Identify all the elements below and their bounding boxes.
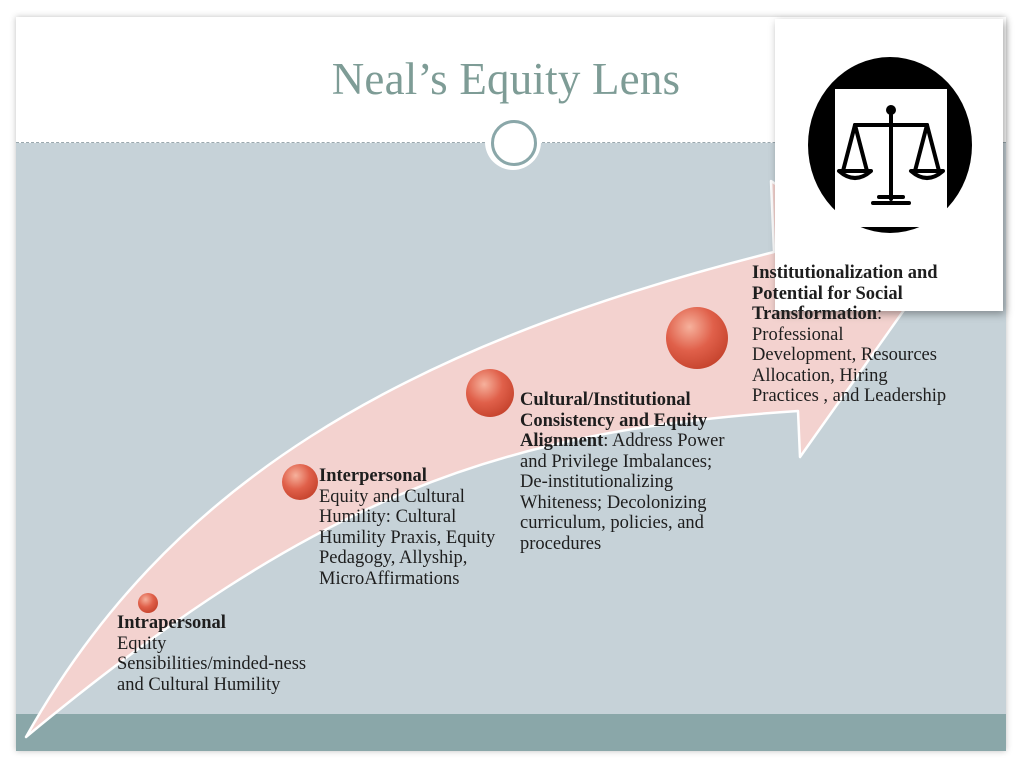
stage-marker-1 [138,593,158,613]
circle-ornament [485,114,541,170]
stage-cultural-institutional: Cultural/Institutional Consistency and E… [520,390,742,554]
slide-title: Neal’s Equity Lens [331,54,681,104]
stage-name: Interpersonal [319,466,427,486]
stage-institutionalization: Institutionalization and Potential for S… [752,263,952,407]
scales-of-justice-icon [808,57,972,233]
stage-intrapersonal: Intrapersonal Equity Sensibilities/minde… [117,613,317,695]
stage-description: Equity Sensibilities/minded-ness and Cul… [117,633,307,695]
logo-card [775,19,1003,311]
stage-marker-3 [466,369,514,417]
stage-description: Professional Development, Resources Allo… [752,324,947,407]
footer-band [16,714,1006,751]
stage-separator: : [877,304,883,324]
stage-name: Cultural/Institutional Consistency and E… [520,390,708,451]
stage-description: Equity and Cultural Humility: Cultural H… [319,486,496,589]
stage-name: Institutionalization and Potential for S… [752,263,938,324]
stage-marker-2 [282,464,318,500]
stage-separator: : [603,431,609,451]
stage-description: Address Power and Privilege Imbalances; … [520,431,725,554]
stage-name: Intrapersonal [117,613,226,633]
stage-interpersonal: Interpersonal Equity and Cultural Humili… [319,466,509,589]
circle-ornament-ring [491,120,537,166]
stage-marker-4 [666,307,728,369]
